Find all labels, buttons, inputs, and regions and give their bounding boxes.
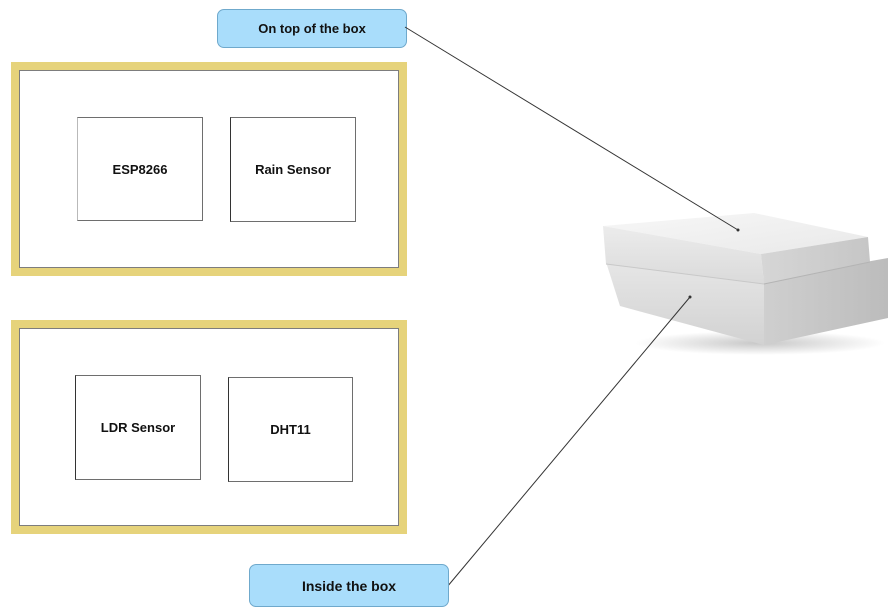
- callout-on-top-of-box: On top of the box: [217, 9, 407, 48]
- connector-inside-line: [446, 295, 692, 588]
- callout-inside-the-box: Inside the box: [249, 564, 449, 607]
- top-panel-frame: ESP8266 Rain Sensor: [11, 62, 407, 276]
- component-esp8266: ESP8266: [77, 117, 203, 221]
- component-rain-sensor: Rain Sensor: [230, 117, 356, 222]
- bottom-panel-frame: LDR Sensor DHT11: [11, 320, 407, 534]
- box-illustration: [603, 213, 888, 355]
- component-dht11: DHT11: [228, 377, 353, 482]
- top-panel: ESP8266 Rain Sensor: [19, 70, 399, 268]
- connector-top-line: [404, 26, 740, 232]
- bottom-panel: LDR Sensor DHT11: [19, 328, 399, 526]
- component-ldr-sensor: LDR Sensor: [75, 375, 201, 480]
